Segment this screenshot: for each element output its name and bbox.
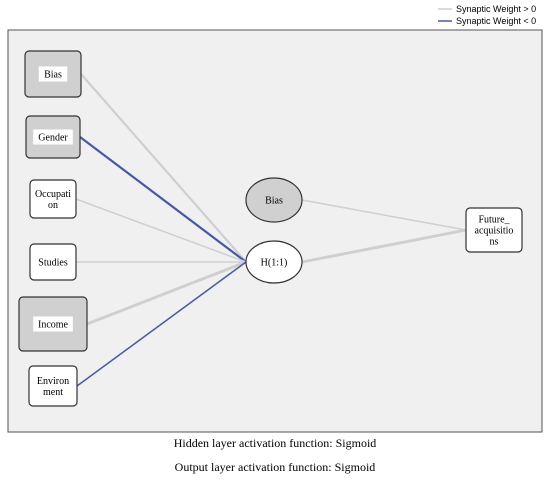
node-environment-label-box (32, 373, 74, 399)
node-future-acquisitions-label-line: acquisitio (475, 226, 514, 237)
node-environment-label-line: ment (43, 387, 63, 398)
node-studies: Studies (29, 243, 77, 281)
node-occupation-label-line: on (48, 200, 58, 211)
node-future-acquisitions-label-box (469, 211, 519, 249)
connection-income-to-h11 (86, 260, 247, 326)
plot-area (7, 29, 543, 433)
node-gender: Gender (25, 115, 81, 159)
legend-positive-label: Synaptic Weight > 0 (456, 4, 536, 14)
node-income-label-line: Income (38, 320, 69, 331)
node-h11-shape (245, 240, 303, 284)
nodes: BiasGenderOccupationStudiesIncomeEnviron… (18, 50, 523, 407)
node-environment-label-line: Environ (37, 376, 69, 387)
connections (75, 73, 467, 387)
connection-environment-to-h11 (76, 261, 247, 387)
node-h11: H(1:1) (245, 240, 303, 284)
connection-occupation-to-h11 (75, 198, 247, 263)
hidden-activation-caption: Hidden layer activation function: Sigmoi… (173, 436, 377, 450)
connection-bias-hidden-to-future-acquisitions (301, 199, 467, 231)
node-bias-hidden-label-line: Bias (265, 196, 283, 207)
node-bias-hidden-shape (245, 177, 303, 223)
node-bias-input-label-box (38, 66, 68, 82)
node-bias-input-label-line: Bias (44, 70, 62, 81)
connection-h11-to-future-acquisitions (301, 228, 467, 264)
output-activation-caption: Output layer activation function: Sigmoi… (174, 460, 376, 474)
node-future-acquisitions-label-line: ns (490, 237, 499, 248)
node-studies-label-box (33, 254, 73, 270)
node-h11-label-line: H(1:1) (261, 258, 288, 269)
node-occupation-label-line: Occupati (35, 189, 71, 200)
connection-bias-input-to-h11 (80, 73, 247, 263)
node-income: Income (18, 296, 88, 352)
node-bias-input: Bias (24, 50, 82, 98)
node-income-label-box (33, 316, 73, 332)
node-occupation-label-box (33, 186, 73, 212)
node-gender-label-box (33, 129, 73, 145)
connection-gender-to-h11 (79, 136, 247, 263)
node-bias-hidden: Bias (245, 177, 303, 223)
legend: Synaptic Weight > 0 Synaptic Weight < 0 (438, 4, 536, 26)
node-future-acquisitions-label-line: Future_ (478, 215, 510, 226)
node-gender-label-line: Gender (38, 133, 68, 144)
legend-negative-label: Synaptic Weight < 0 (456, 16, 536, 26)
node-studies-label-line: Studies (38, 258, 68, 269)
